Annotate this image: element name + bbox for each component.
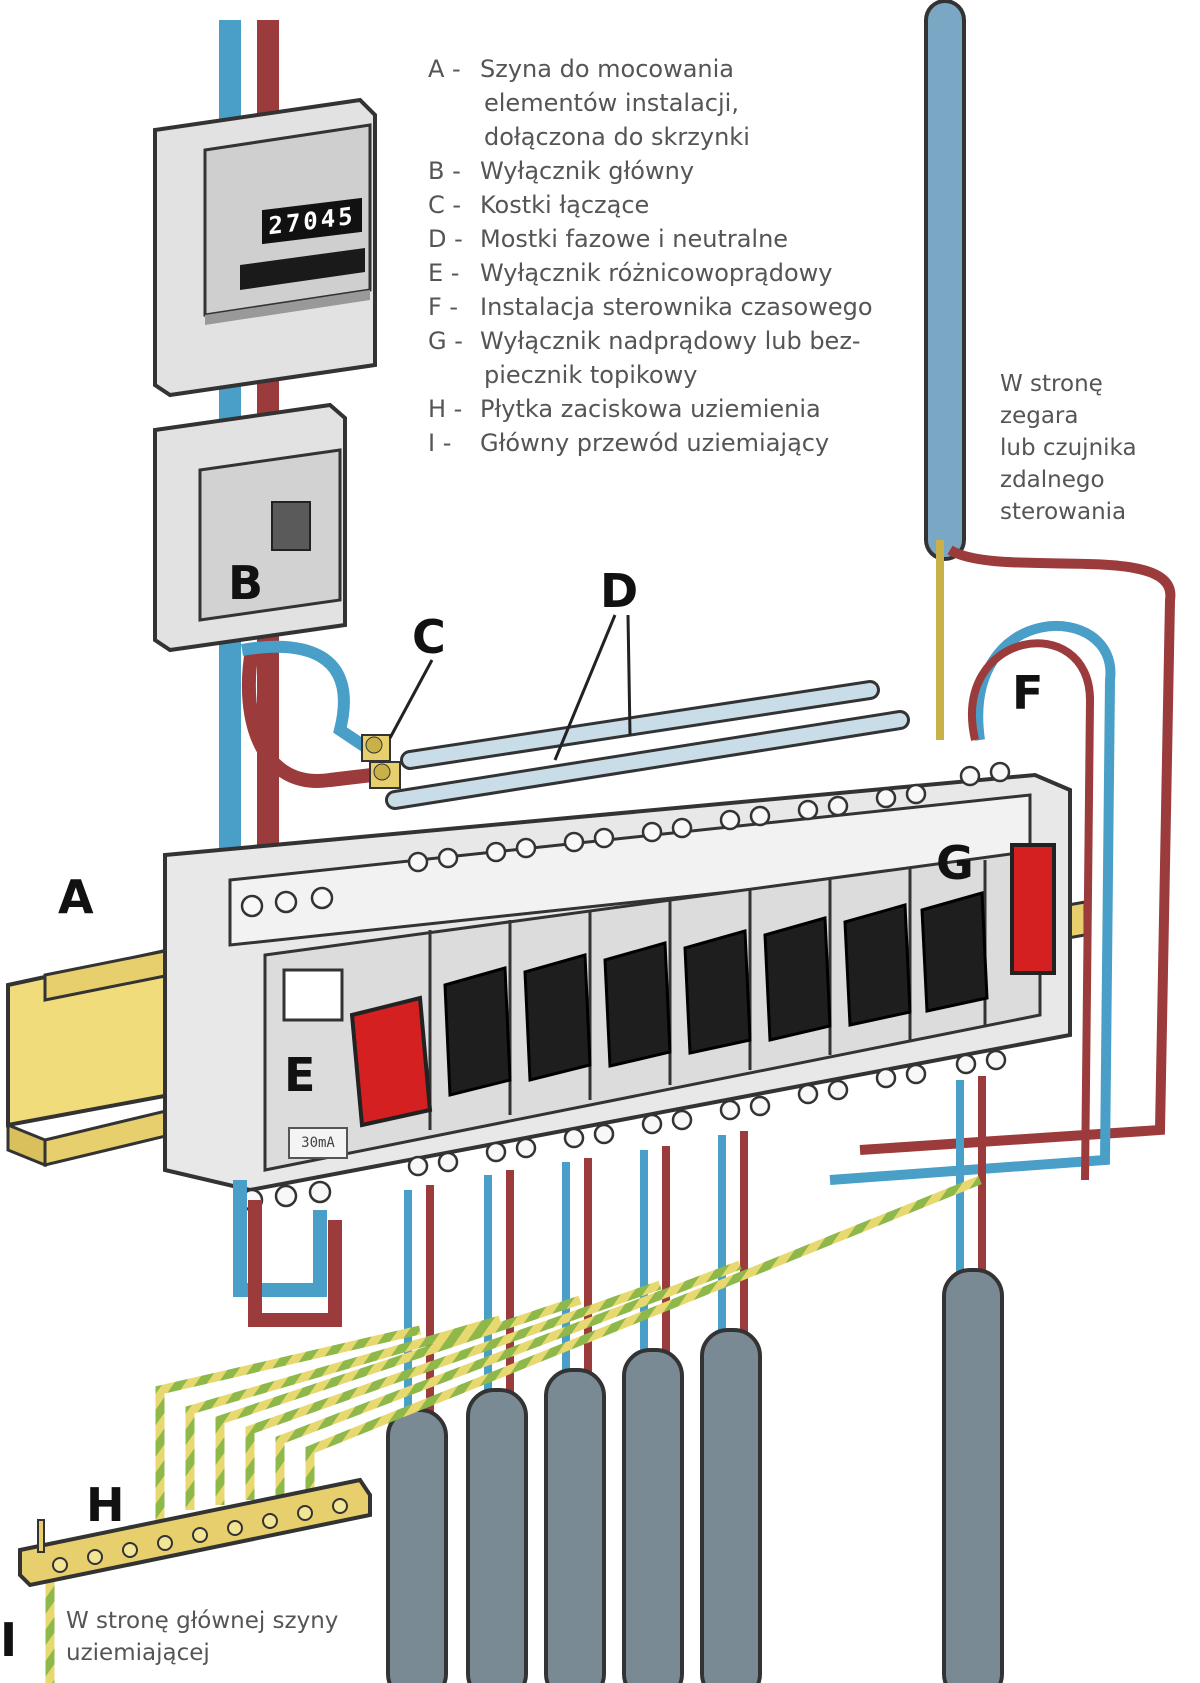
note-line: zegara — [1000, 403, 1079, 429]
legend-key: B - — [428, 157, 461, 185]
legend-key: D - — [428, 225, 463, 253]
label-b: B — [228, 556, 264, 610]
legend-item-e: E - Wyłącznik różnicowoprądowy — [428, 256, 928, 290]
connection-blocks — [240, 640, 401, 789]
legend-item-g: G - Wyłącznik nadprądowy lub bez- pieczni… — [428, 324, 928, 392]
distribution-board — [163, 761, 1072, 1212]
outgoing-cables — [386, 1076, 1004, 1683]
legend-text: Kostki łączące — [480, 191, 650, 219]
legend-text: Wyłącznik nadprądowy lub bez- — [480, 327, 861, 355]
legend-text-cont: piecznik topikowy — [484, 361, 698, 389]
note-main-earth-bar: W stronę głównej szyny uziemiającej — [66, 1605, 338, 1669]
legend-text: Szyna do mocowania — [480, 55, 734, 83]
leader-lines — [388, 614, 632, 761]
busbar-combs — [385, 680, 910, 810]
legend-key: I - — [428, 429, 452, 457]
label-i: I — [0, 1613, 18, 1667]
note-line: uziemiającej — [66, 1640, 210, 1666]
legend-text: Instalacja sterownika czasowego — [480, 293, 873, 321]
legend-item-h: H - Płytka zaciskowa uziemienia — [428, 392, 928, 426]
label-g: G — [936, 836, 974, 890]
energy-meter — [153, 97, 377, 398]
note-line: W stronę — [1000, 371, 1103, 397]
rcd-rating-label: 30mA — [288, 1127, 348, 1159]
earth-conductors — [45, 1175, 982, 1683]
legend-text: Wyłącznik główny — [480, 157, 695, 185]
label-f: F — [1012, 666, 1044, 720]
timer-wiring — [829, 0, 1176, 1185]
main-switch — [153, 402, 347, 653]
legend-text: Płytka zaciskowa uziemienia — [480, 395, 821, 423]
legend-text-cont: dołączona do skrzynki — [484, 123, 750, 151]
legend-item-d: D - Mostki fazowe i neutralne — [428, 222, 928, 256]
legend-key: G - — [428, 327, 463, 355]
legend-key: A - — [428, 55, 461, 83]
legend-item-i: I - Główny przewód uziemiający — [428, 426, 928, 460]
legend-item-f: F - Instalacja sterownika czasowego — [428, 290, 928, 324]
legend: A - Szyna do mocowania elementów instalac… — [428, 52, 928, 460]
legend-text-cont: elementów instalacji, — [484, 89, 739, 117]
note-clock-sensor: W stronę zegara lub czujnika zdalnego st… — [1000, 368, 1137, 528]
note-line: lub czujnika — [1000, 435, 1137, 461]
legend-text: Główny przewód uziemiający — [480, 429, 830, 457]
legend-item-b: B - Wyłącznik główny — [428, 154, 928, 188]
note-line: zdalnego — [1000, 467, 1105, 493]
earth-terminal-bar — [18, 1477, 372, 1588]
legend-text: Mostki fazowe i neutralne — [480, 225, 789, 253]
label-h: H — [86, 1478, 125, 1532]
legend-key: E - — [428, 259, 460, 287]
legend-key: F - — [428, 293, 459, 321]
legend-text: Wyłącznik różnicowoprądowy — [480, 259, 833, 287]
label-d: D — [600, 564, 639, 618]
legend-key: C - — [428, 191, 462, 219]
rcd-supply-loop — [233, 1180, 342, 1327]
note-line: W stronę głównej szyny — [66, 1608, 339, 1634]
legend-item-c: C - Kostki łączące — [428, 188, 928, 222]
legend-key: H - — [428, 395, 463, 423]
legend-item-a: A - Szyna do mocowania elementów instalac… — [428, 52, 928, 154]
label-c: C — [412, 610, 446, 664]
note-line: sterowania — [1000, 499, 1127, 525]
label-a: A — [58, 870, 94, 924]
label-e: E — [284, 1048, 316, 1102]
